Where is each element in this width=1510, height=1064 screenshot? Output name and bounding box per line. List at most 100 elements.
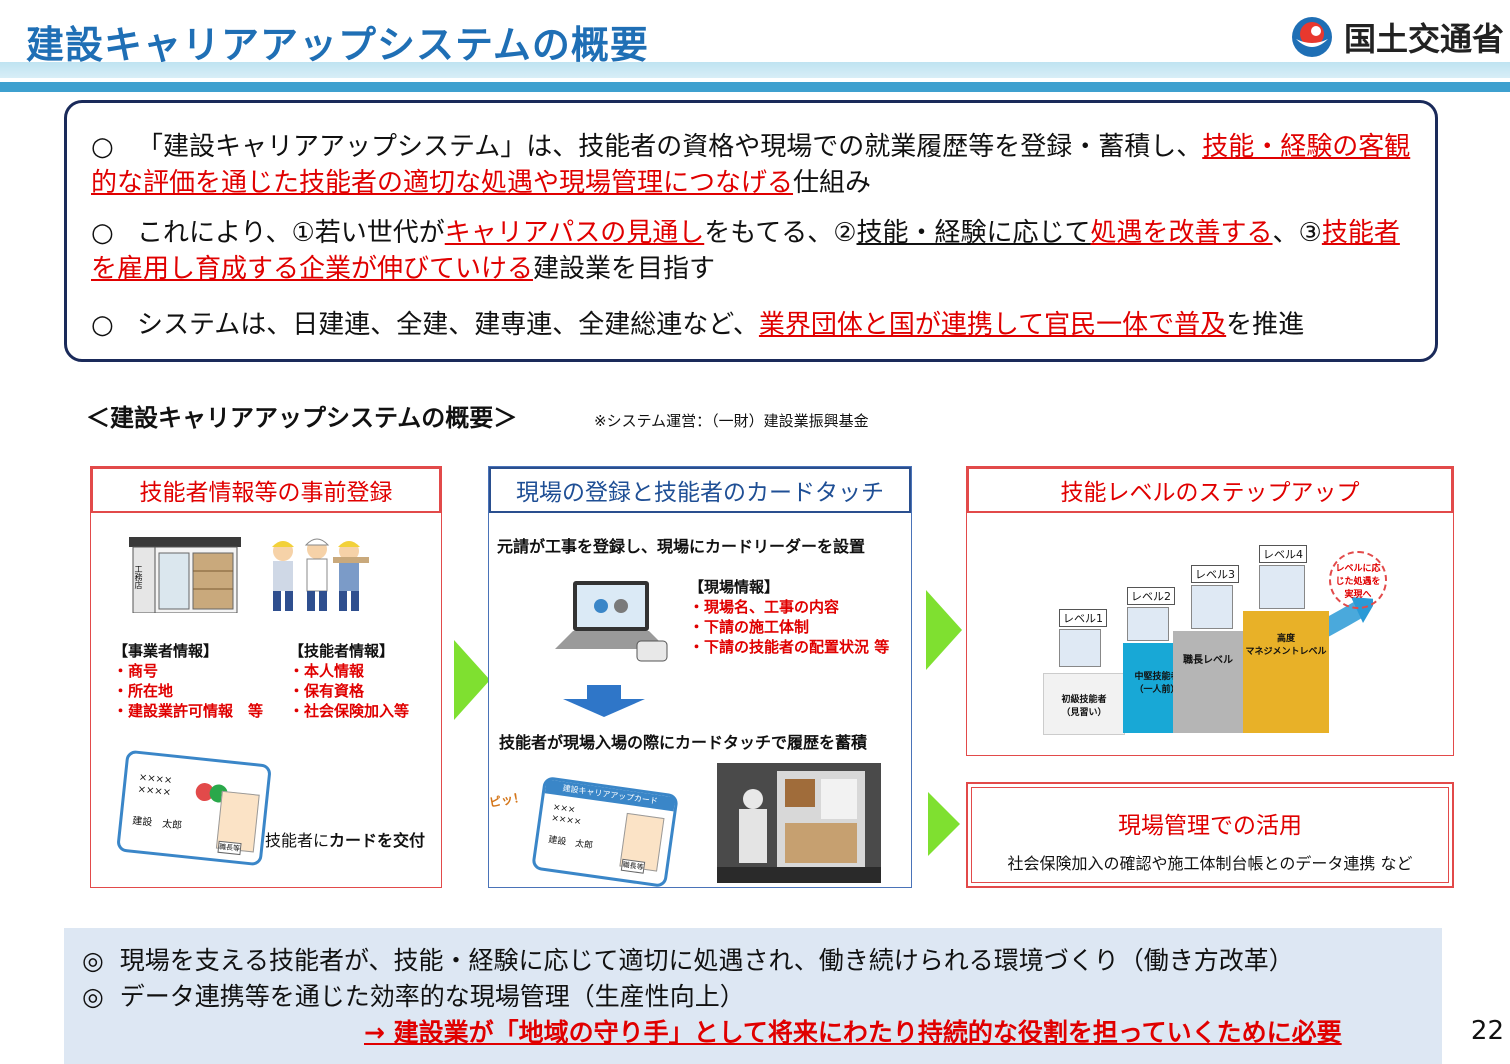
panel-site-management: 現場管理での活用 社会保険加入の確認や施工体制台帳とのデータ連携 など — [966, 782, 1454, 888]
bullet: ◎ — [82, 982, 104, 1011]
underlined-text: 技能・経験に応じて — [856, 218, 1091, 248]
list-item: ・保有資格 — [289, 682, 365, 700]
section-title: ＜建設キャリアアップシステムの概要＞ — [86, 404, 518, 432]
summary-point-2: ○ これにより、①若い世代がキャリアパスの見通しをもてる、②技能・経験に応じて処遇… — [91, 215, 1421, 287]
site-photo — [717, 763, 881, 883]
touch-card: 建設キャリアアップカード ××× ×××× 建設 太郎 職長等 — [531, 775, 679, 889]
card-name: 建設 太郎 — [131, 815, 183, 832]
list-item: ・建設業許可情報 等 — [113, 702, 264, 720]
flow-arrow-icon — [454, 640, 490, 720]
text: システムは、日建連、全建、建専連、全建総連など、 — [137, 310, 759, 340]
level-step-4: 高度 マネジメントレベル — [1243, 611, 1329, 733]
text: 、③ — [1272, 218, 1322, 248]
down-arrow-icon — [563, 685, 645, 717]
list-item: ・本人情報 — [289, 662, 365, 680]
business-info-title: 【事業者情報】 — [113, 642, 219, 660]
store-sign: 工務店 — [134, 565, 143, 589]
page-number: 22 — [1470, 1016, 1504, 1046]
page-title: 建設キャリアアップシステムの概要 — [26, 23, 649, 67]
panel-step-text: 技能者が現場入場の際にカードタッチで履歴を蓄積 — [499, 733, 868, 752]
level-card-icon — [1191, 585, 1233, 629]
list-item: ・現場名、工事の内容 — [689, 598, 840, 616]
panel-title: 技能レベルのステップアップ — [967, 467, 1453, 513]
level-tag: レベル3 — [1191, 565, 1239, 583]
highlight-text: 技能者を雇用し育成する企業が伸びていける — [91, 218, 1400, 284]
laptop-cardreader-icon — [555, 581, 668, 662]
card-marks: ××× ×××× — [551, 803, 584, 829]
conclusion-line-1: ◎ 現場を支える技能者が、技能・経験に応じて適切に処遇され、働き続けられる環境づ… — [82, 944, 1294, 978]
level-step-3: 職長レベル — [1173, 631, 1243, 733]
level-card-icon — [1127, 607, 1169, 641]
card-badge: 職長等 — [217, 840, 242, 856]
list-item: ・所在地 — [113, 682, 174, 700]
text: を推進 — [1226, 310, 1305, 340]
worker-info-title: 【技能者情報】 — [289, 642, 395, 660]
summary-box: ○ 「建設キャリアアップシステム」は、技能者の資格や現場での就業履歴等を登録・蓄積… — [64, 100, 1438, 362]
level-label: 高度 マネジメントレベル — [1245, 634, 1327, 657]
text: 現場を支える技能者が、技能・経験に応じて適切に処遇され、働き続けられる環境づくり… — [119, 946, 1294, 975]
panel-pre-registration: 技能者情報等の事前登録 工務店 【事業者情報】 ・商号 ・所在地 ・建設業許可情… — [90, 466, 442, 888]
panel-skill-levels: 技能レベルのステップアップ 初級技能者 （見習い） 中堅技能者 （一人前） 職長… — [966, 466, 1454, 756]
conclusion-banner: ◎ 現場を支える技能者が、技能・経験に応じて適切に処遇され、働き続けられる環境づ… — [64, 928, 1442, 1064]
level-tag: レベル4 — [1259, 545, 1307, 563]
text: 「建設キャリアアップシステム」は、技能者の資格や現場での就業履歴等を登録・蓄積し… — [137, 132, 1203, 162]
list-item: ・社会保険加入等 — [289, 702, 410, 720]
highlight-text: キャリアパスの見通し — [444, 218, 705, 248]
career-card: ×××× ×××× 建設 太郎 職長等 — [116, 749, 272, 867]
level-card-icon — [1059, 629, 1101, 667]
level-goal-badge: レベルに応じた処遇を実現へ — [1329, 551, 1387, 609]
highlight-text: 処遇を改善する — [1090, 218, 1273, 248]
store-illustration — [129, 537, 241, 613]
ministry-logo: 国土交通省 — [1290, 14, 1504, 60]
level-step-1: 初級技能者 （見習い） — [1043, 673, 1125, 735]
level-tag: レベル1 — [1059, 609, 1107, 627]
worker-info: 【技能者情報】 ・本人情報 ・保有資格 ・社会保険加入等 — [289, 641, 409, 721]
summary-point-1: ○ 「建設キャリアアップシステム」は、技能者の資格や現場での就業履歴等を登録・蓄積… — [91, 129, 1421, 201]
flow-arrow-icon — [928, 792, 960, 856]
card-name: 建設 太郎 — [547, 835, 594, 852]
conclusion-line-3: → 建設業が「地域の守り手」として将来にわたり持続的な役割を担っていくために必要 — [364, 1018, 1342, 1047]
bullet: ◎ — [82, 946, 104, 975]
panel-title: 技能者情報等の事前登録 — [91, 467, 441, 513]
highlight-text: 技能・経験の客観的な評価を通じた技能者の適切な処遇や現場管理につなげる — [91, 132, 1411, 198]
panel-inner-border — [971, 787, 1449, 883]
level-tag: レベル2 — [1127, 587, 1175, 605]
panel-site-card-touch: 現場の登録と技能者のカードタッチ 元請が工事を登録し、現場にカードリーダーを設置… — [488, 466, 912, 889]
workers-illustration — [272, 538, 369, 611]
panel-step-text: 元請が工事を登録し、現場にカードリーダーを設置 — [497, 537, 866, 556]
mlit-emblem-icon — [1291, 17, 1332, 57]
level-label: 職長レベル — [1183, 655, 1233, 666]
touch-sound: ピッ！ — [488, 789, 527, 811]
section-note: ※システム運営：（一財）建設業振興基金 — [594, 412, 869, 430]
panel-title: 現場管理での活用 — [1118, 813, 1302, 839]
text: 技能者に — [265, 831, 330, 850]
card-mark: ×××× — [137, 784, 172, 799]
header-rule — [0, 82, 1510, 92]
list-item: ・下請の施工体制 — [689, 618, 810, 636]
bullet: ○ — [91, 132, 114, 162]
card-badge: 職長等 — [620, 858, 646, 874]
text: をもてる、② — [704, 218, 857, 248]
bold-text: カードを交付 — [329, 831, 426, 850]
level-label: 初級技能者 （見習い） — [1061, 695, 1107, 718]
conclusion-line-2: ◎ データ連携等を通じた効率的な現場管理（生産性向上） — [82, 980, 745, 1014]
text: データ連携等を通じた効率的な現場管理（生産性向上） — [119, 982, 745, 1011]
level-label: 中堅技能者 （一人前） — [1134, 672, 1180, 695]
bullet: ○ — [91, 218, 114, 248]
site-info: 【現場情報】 ・現場名、工事の内容 ・下請の施工体制 ・下請の技能者の配置状況 … — [689, 577, 889, 657]
panel-desc: 社会保険加入の確認や施工体制台帳とのデータ連携 など — [1007, 854, 1413, 873]
summary-point-3: ○システムは、日建連、全建、建専連、全建総連など、業界団体と国が連携して官民一体… — [91, 307, 1421, 343]
site-info-title: 【現場情報】 — [689, 578, 780, 596]
header-band — [0, 62, 1510, 78]
card-marks: ×××× ×××× — [137, 772, 173, 799]
card-caption: 技能者にカードを交付 — [265, 827, 425, 851]
list-item: ・下請の技能者の配置状況 等 — [689, 638, 890, 656]
highlight-text: 業界団体と国が連携して官民一体で普及 — [758, 310, 1227, 340]
text: 建設業を目指す — [533, 254, 716, 284]
level-card-icon — [1259, 565, 1305, 609]
list-item: ・商号 — [113, 662, 159, 680]
flow-arrow-icon — [926, 590, 962, 670]
ministry-name: 国土交通省 — [1343, 20, 1504, 58]
panel-title: 現場の登録と技能者のカードタッチ — [489, 467, 911, 513]
text: これにより、①若い世代が — [137, 218, 445, 248]
